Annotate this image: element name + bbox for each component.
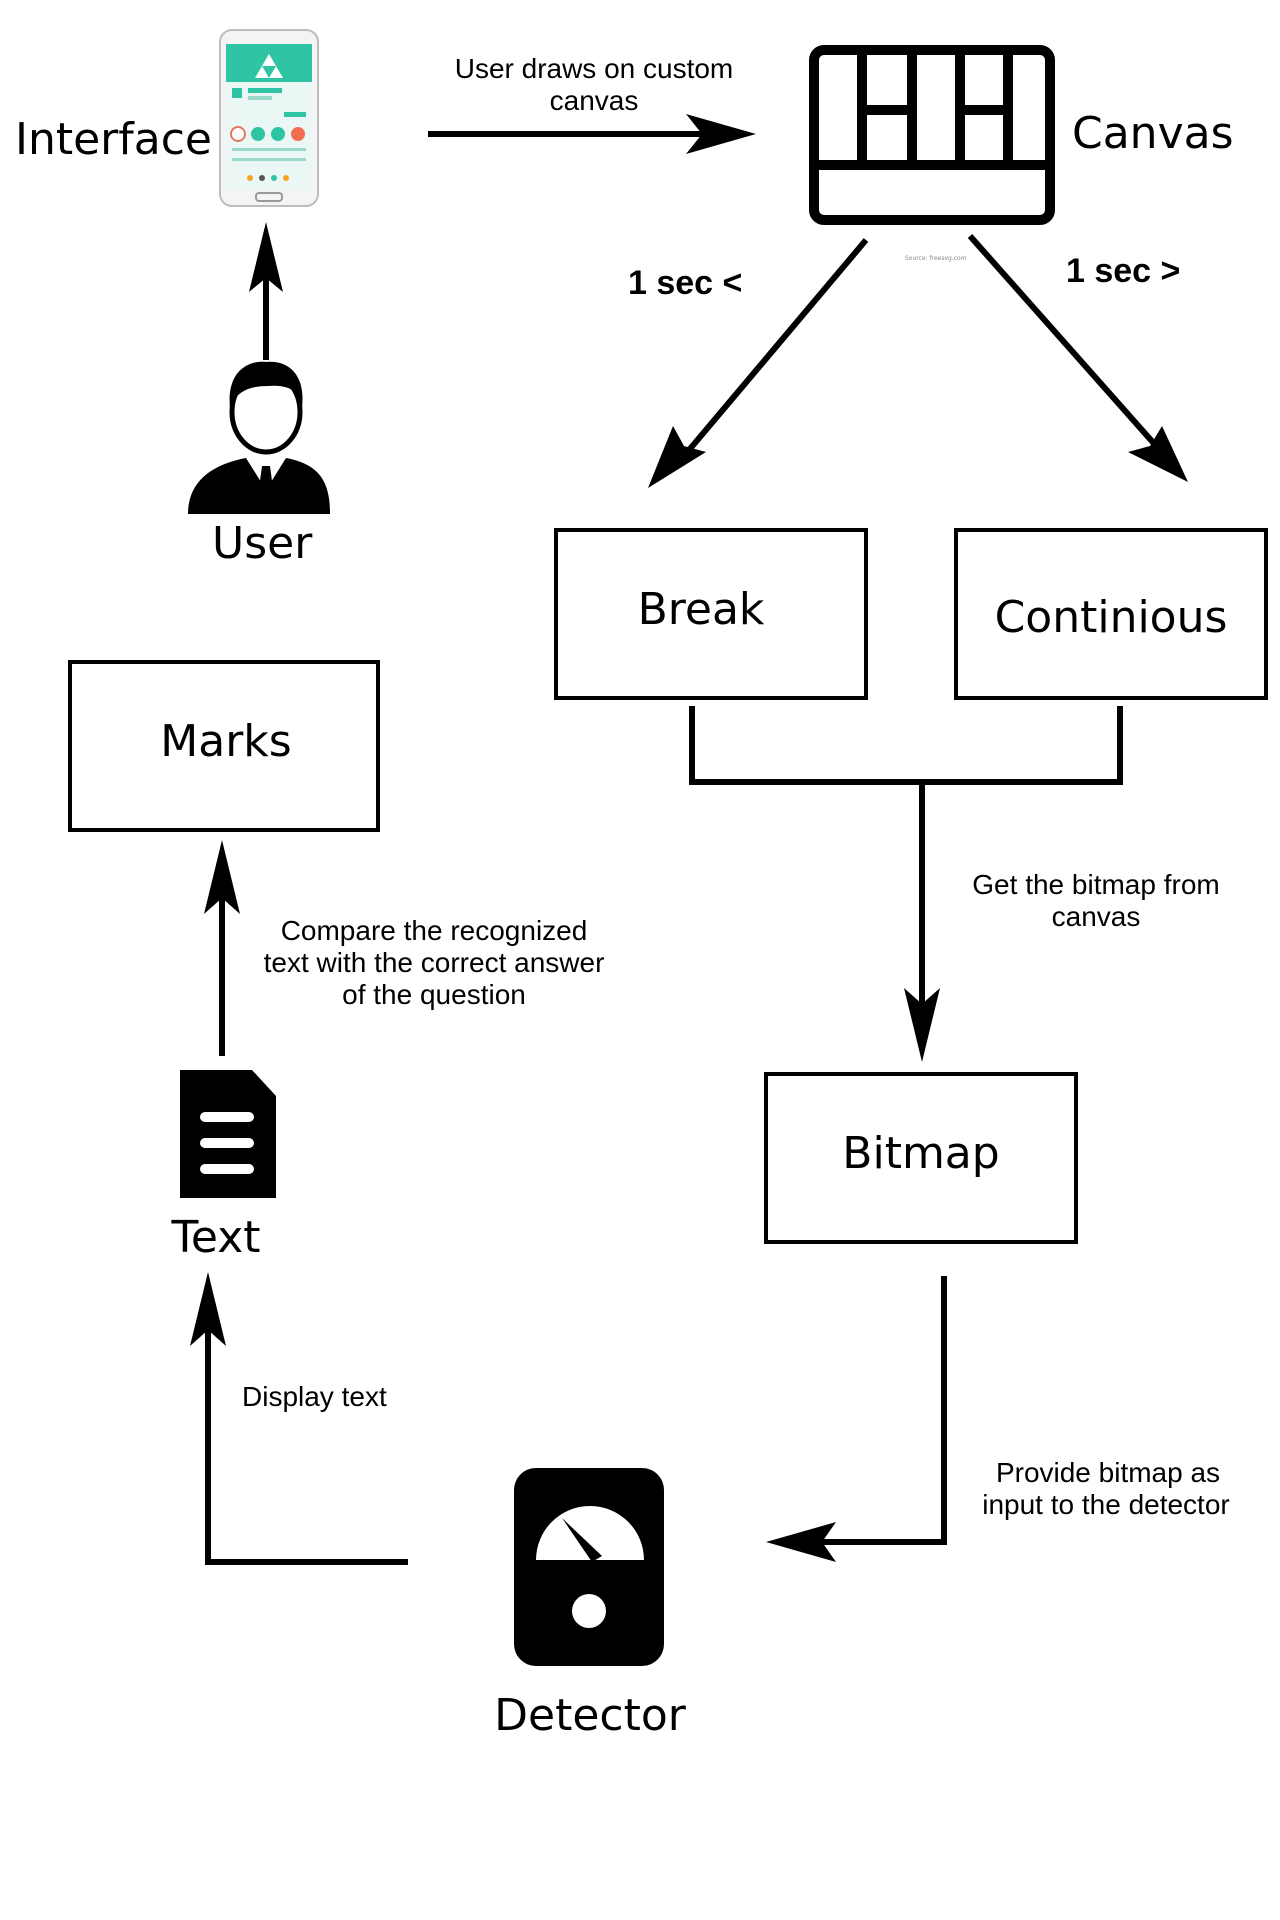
detector-label: Detector <box>494 1690 687 1741</box>
gauge-icon <box>514 1468 664 1666</box>
break-label: Break <box>638 584 765 635</box>
edge-label-greater-than: 1 sec > <box>1066 252 1180 290</box>
interface-node: Interface <box>15 29 319 207</box>
phone-icon <box>219 29 319 207</box>
edge-label-user-draws-1: User draws on custom <box>455 53 734 84</box>
interface-label: Interface <box>15 114 212 165</box>
arrow-detector-to-text: Display text <box>190 1272 408 1565</box>
break-node: Break <box>554 528 868 700</box>
detector-node: Detector <box>494 1468 687 1741</box>
edge-label-compare-2: text with the correct answer <box>264 947 605 978</box>
edge-label-provide-2: input to the detector <box>982 1489 1230 1520</box>
canvas-node: Canvas Source: freesvg.com <box>809 45 1234 262</box>
bitmap-node: Bitmap <box>764 1072 1078 1244</box>
arrow-canvas-to-break: 1 sec < <box>628 238 869 488</box>
bitmap-label: Bitmap <box>842 1128 999 1179</box>
marks-label: Marks <box>160 716 291 767</box>
edge-label-compare-3: of the question <box>342 979 526 1010</box>
user-label: User <box>212 518 313 569</box>
arrow-interface-to-canvas: User draws on custom canvas <box>428 53 756 154</box>
canvas-grid-icon <box>809 45 1055 225</box>
canvas-label: Canvas <box>1072 108 1234 159</box>
continuous-node: Continious <box>954 528 1268 700</box>
user-node: User <box>188 361 330 569</box>
arrow-merge-to-bitmap: Get the bitmap from canvas <box>689 706 1220 1062</box>
arrow-bitmap-to-detector: Provide bitmap as input to the detector <box>766 1276 1230 1562</box>
arrow-canvas-to-continuous: 1 sec > <box>967 234 1188 482</box>
edge-label-get-bitmap-2: canvas <box>1052 901 1141 932</box>
edge-label-provide-1: Provide bitmap as <box>996 1457 1220 1488</box>
document-icon <box>180 1070 276 1198</box>
edge-label-compare-1: Compare the recognized <box>281 915 588 946</box>
edge-label-less-than: 1 sec < <box>628 264 742 302</box>
edge-label-user-draws-2: canvas <box>550 85 639 116</box>
arrow-text-to-marks: Compare the recognized text with the cor… <box>204 840 604 1056</box>
arrow-user-to-interface <box>249 222 283 360</box>
text-node: Text <box>171 1070 276 1263</box>
edge-label-display-text: Display text <box>242 1381 387 1412</box>
user-icon <box>188 361 330 514</box>
edge-label-get-bitmap-1: Get the bitmap from <box>972 869 1219 900</box>
continuous-label: Continious <box>995 592 1228 643</box>
text-label: Text <box>171 1212 261 1263</box>
watermark: Source: freesvg.com <box>905 255 967 262</box>
marks-node: Marks <box>68 660 380 832</box>
